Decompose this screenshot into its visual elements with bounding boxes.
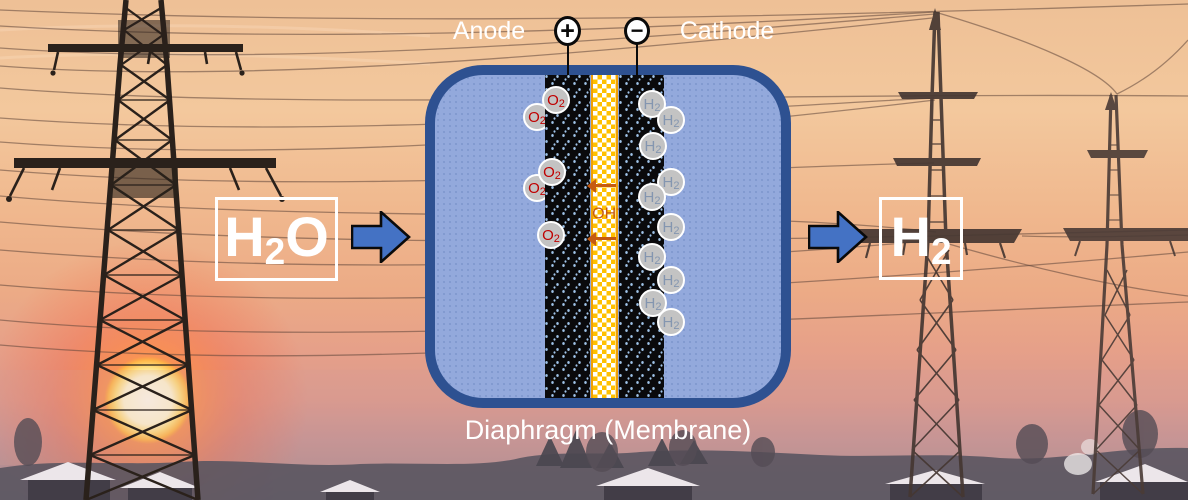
minus-sign: − <box>630 18 644 43</box>
hydroxide-ion-label: OH- <box>592 203 620 223</box>
h2o-formula: H2O <box>224 205 329 273</box>
bare-trees <box>14 410 1158 472</box>
pylon-far-right <box>1063 92 1188 495</box>
pylon-left <box>6 0 285 500</box>
arrow-shape <box>351 211 411 263</box>
plus-sign: + <box>560 16 575 45</box>
diaphragm-label: Diaphragm (Membrane) <box>464 415 752 445</box>
h2-output-box: H2 <box>879 197 963 280</box>
flow-arrow-in <box>351 211 411 263</box>
arrow-shape <box>808 211 868 263</box>
anode-label: Anode <box>452 17 526 45</box>
hydroxide-flow-arrow <box>587 178 616 193</box>
plus-terminal: + <box>554 16 581 46</box>
minus-terminal: − <box>624 17 650 45</box>
h2o-input-box: H2O <box>215 197 338 281</box>
cathode-electrode <box>619 75 664 398</box>
membrane <box>591 75 618 398</box>
hydroxide-flow-arrow <box>587 231 616 246</box>
cathode-label: Cathode <box>679 17 775 45</box>
anode-wire <box>567 44 569 76</box>
cathode-wire <box>636 43 638 76</box>
flow-arrow-out <box>808 211 868 263</box>
h2-formula: H2 <box>890 204 952 273</box>
pylon-right <box>852 8 1022 498</box>
